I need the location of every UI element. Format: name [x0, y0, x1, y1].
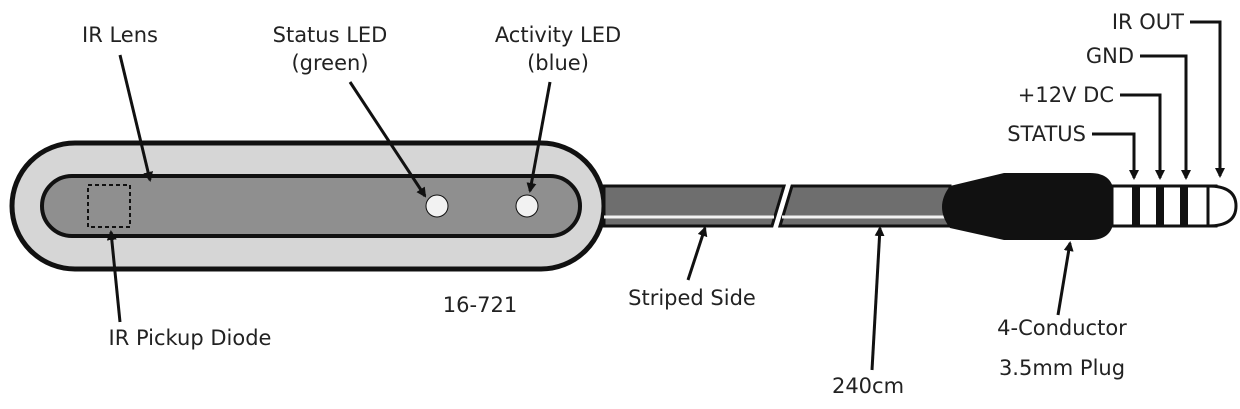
arrow-plug	[1056, 241, 1074, 316]
ir-pickup-diode-outline	[87, 184, 131, 228]
label-status-led-line2: (green)	[291, 51, 368, 75]
arrow-cable-length	[870, 226, 885, 371]
plug	[942, 173, 1238, 240]
cable-body-left	[602, 184, 787, 228]
label-pin-gnd: GND	[1086, 44, 1134, 68]
plug-ring-3	[1180, 186, 1188, 226]
label-model-number: 16-721	[443, 293, 517, 317]
arrow-pin-12v	[1120, 93, 1165, 180]
activity-led	[515, 194, 539, 218]
label-activity-led-line2: (blue)	[527, 51, 589, 75]
arrow-activity-led	[526, 81, 552, 193]
arrow-pin-status	[1092, 132, 1139, 180]
label-pin-status: STATUS	[1007, 122, 1086, 146]
cable-segment-right	[777, 184, 952, 228]
label-plug-line1: 4-Conductor	[997, 316, 1127, 340]
label-status-led-line1: Status LED	[273, 23, 388, 47]
cable-segment-left	[602, 184, 787, 228]
arrow-striped-side	[686, 226, 708, 281]
arrow-pin-gnd	[1140, 54, 1191, 180]
leader-arrows	[106, 20, 1225, 371]
ir-lens-window	[40, 174, 582, 238]
label-plug-line2: 3.5mm Plug	[999, 356, 1125, 380]
arrow-ir-lens	[118, 54, 153, 182]
cable-body-right	[777, 184, 952, 228]
status-led	[425, 194, 449, 218]
label-striped-side: Striped Side	[628, 286, 756, 310]
plug-tip	[1206, 184, 1238, 228]
arrow-ir-pickup-diode	[106, 230, 122, 323]
label-ir-lens: IR Lens	[82, 23, 158, 47]
arrow-pin-ir-out	[1190, 20, 1225, 178]
label-pin-ir-out: IR OUT	[1112, 10, 1184, 34]
label-cable-length: 240cm	[832, 374, 904, 398]
label-activity-led-line1: Activity LED	[495, 23, 621, 47]
plug-ring-1	[1132, 186, 1140, 226]
label-ir-pickup-diode: IR Pickup Diode	[109, 326, 272, 350]
plug-ring-2	[1156, 186, 1164, 226]
label-pin-12v: +12V DC	[1018, 83, 1114, 107]
plug-body	[942, 173, 1114, 240]
arrow-status-led	[348, 81, 427, 198]
receiver-housing	[9, 140, 607, 272]
